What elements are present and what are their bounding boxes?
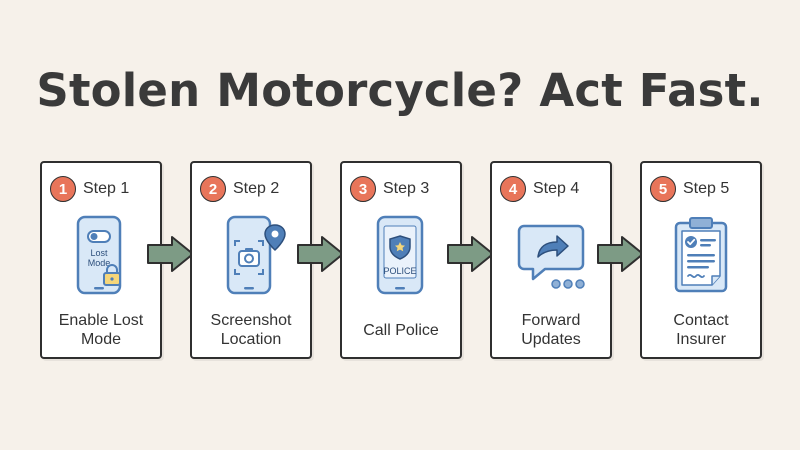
step-number-badge: 3 <box>350 176 376 202</box>
step-label: Step 5 <box>683 180 730 197</box>
step-number-badge: 1 <box>50 176 76 202</box>
step-card-2: 2 Step 2 Screenshot Location <box>190 161 312 359</box>
step-header: 4 Step 4 <box>500 175 606 203</box>
step-label: Step 1 <box>83 180 130 197</box>
insurance-clipboard-icon <box>642 211 760 303</box>
step-caption: Forward Updates <box>521 312 581 348</box>
right-arrow-icon <box>597 236 644 272</box>
step-number-badge: 2 <box>200 176 226 202</box>
phone-lost-mode-icon: Lost Mode <box>42 211 160 303</box>
step-caption: Enable Lost Mode <box>58 312 144 348</box>
step-caption: Call Police <box>363 321 439 339</box>
step-label: Step 3 <box>383 180 430 197</box>
step-label: Step 2 <box>233 180 280 197</box>
step-card-1: 1 Step 1 Lost Mode Enable Lost Mode <box>40 161 162 359</box>
step-card-3: 3 Step 3 POLICE Call Police <box>340 161 462 359</box>
step-number-badge: 5 <box>650 176 676 202</box>
step-header: 2 Step 2 <box>200 175 306 203</box>
right-arrow-icon <box>297 236 344 272</box>
step-header: 5 Step 5 <box>650 175 756 203</box>
step-label: Step 4 <box>533 180 580 197</box>
phone-screenshot-location-icon <box>192 211 310 303</box>
lost-mode-text-line1: Lost <box>90 248 108 258</box>
right-arrow-icon <box>447 236 494 272</box>
step-header: 3 Step 3 <box>350 175 456 203</box>
right-arrow-icon <box>147 236 194 272</box>
page-title: Stolen Motorcycle? Act Fast. <box>36 64 764 117</box>
step-card-5: 5 Step 5 Contact Insurer <box>640 161 762 359</box>
forward-message-icon <box>492 211 610 303</box>
police-text: POLICE <box>383 266 416 276</box>
step-header: 1 Step 1 <box>50 175 156 203</box>
step-card-4: 4 Step 4 Forward Updates <box>490 161 612 359</box>
step-number-badge: 4 <box>500 176 526 202</box>
phone-police-icon: POLICE <box>342 211 460 303</box>
step-caption: Screenshot Location <box>210 312 292 348</box>
lost-mode-text-line2: Mode <box>88 258 111 268</box>
step-caption: Contact Insurer <box>673 312 729 348</box>
